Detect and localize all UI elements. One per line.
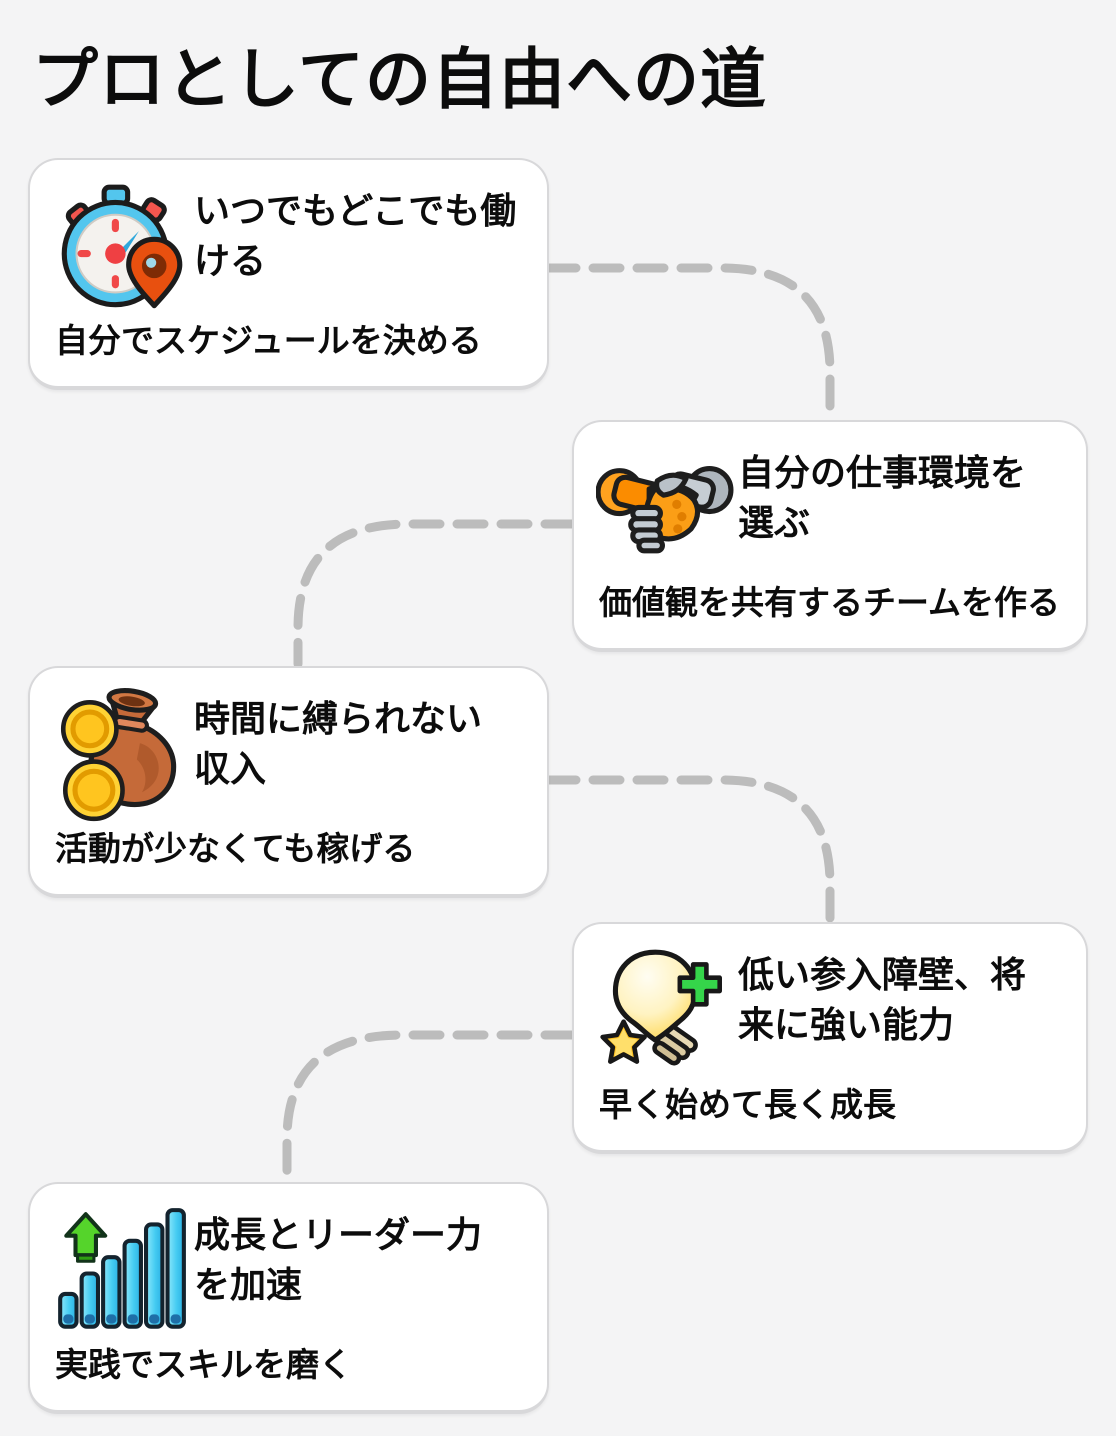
bar-chart-up-icon — [52, 1204, 190, 1342]
connector-card3-card4 — [544, 775, 835, 925]
card-subtitle: 活動が少なくても稼げる — [55, 830, 416, 867]
card-title: 成長とリーダー力 を加速 — [194, 1214, 483, 1305]
card-low-barrier: 低い参入障壁、将 来に強い能力 早く始めて長く成長 — [572, 922, 1088, 1154]
money-bag-icon — [52, 688, 190, 826]
connector-card1-card2 — [544, 263, 835, 423]
page-title: プロとしての自由への道 — [32, 42, 768, 116]
connector-card4-card5 — [282, 1030, 577, 1185]
lightbulb-plus-icon — [596, 944, 734, 1082]
handshake-icon — [596, 442, 734, 580]
card-title: いつでもどこでも働 ける — [194, 190, 517, 281]
card-anytime-anywhere: いつでもどこでも働 ける 自分でスケジュールを決める — [28, 158, 549, 390]
card-title: 時間に縛られない 収入 — [194, 698, 483, 789]
card-title: 低い参入障壁、将 来に強い能力 — [738, 954, 1027, 1045]
stopwatch-location-icon — [52, 180, 190, 318]
card-subtitle: 早く始めて長く成長 — [599, 1086, 896, 1123]
card-growth-leadership: 成長とリーダー力 を加速 実践でスキルを磨く — [28, 1182, 549, 1414]
card-subtitle: 自分でスケジュールを決める — [55, 322, 482, 359]
card-work-environment: 自分の仕事環境を 選ぶ 価値観を共有するチームを作る — [572, 420, 1088, 652]
card-title: 自分の仕事環境を 選ぶ — [738, 452, 1027, 543]
connector-card2-card3 — [293, 519, 577, 669]
card-subtitle: 価値観を共有するチームを作る — [599, 584, 1061, 621]
card-time-free-income: 時間に縛られない 収入 活動が少なくても稼げる — [28, 666, 549, 898]
card-subtitle: 実践でスキルを磨く — [55, 1346, 352, 1383]
